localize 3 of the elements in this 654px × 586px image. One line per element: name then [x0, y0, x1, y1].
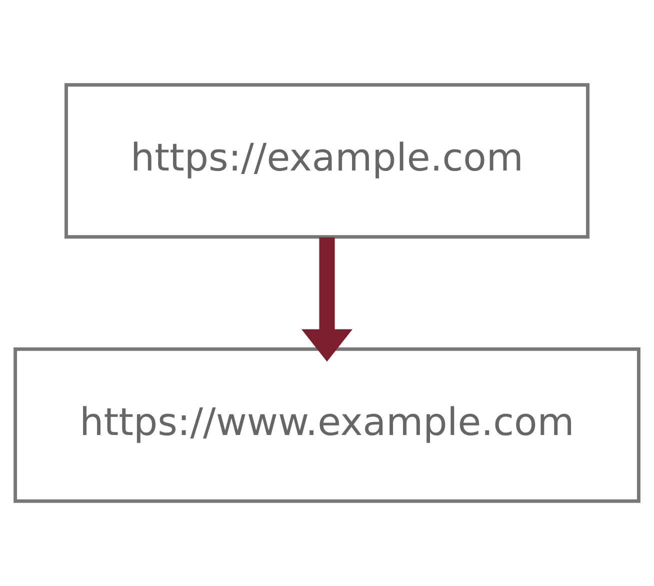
arrow	[301, 237, 353, 362]
node-box: https://www.example.com	[14, 347, 640, 503]
node-box: https://example.com	[64, 83, 590, 239]
